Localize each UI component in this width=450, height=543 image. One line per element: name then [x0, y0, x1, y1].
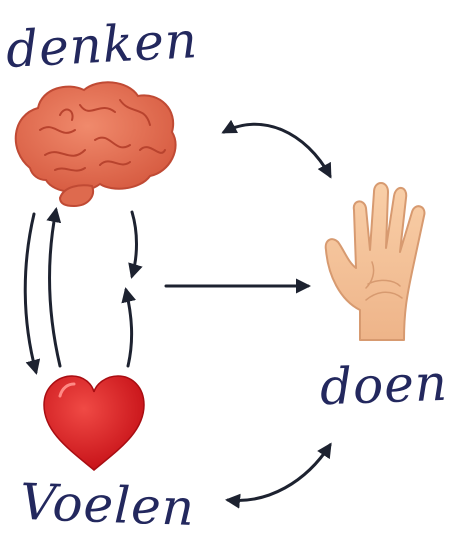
arrow-brain-to-heart [25, 214, 36, 372]
arrow-brain-down-to-center [132, 212, 137, 276]
arrow-heart-to-brain [50, 210, 60, 366]
heart-icon [44, 376, 144, 470]
label-doing: doen [319, 358, 449, 412]
arrow-brain-hand-bidirectional [224, 124, 330, 176]
arrow-hand-heart-bidirectional [228, 445, 330, 500]
label-feeling: Voelen [19, 477, 196, 533]
hand-icon [326, 183, 425, 340]
label-thinking: denken [5, 15, 199, 75]
arrow-heart-up-to-center [126, 290, 132, 366]
brain-icon [16, 82, 176, 206]
